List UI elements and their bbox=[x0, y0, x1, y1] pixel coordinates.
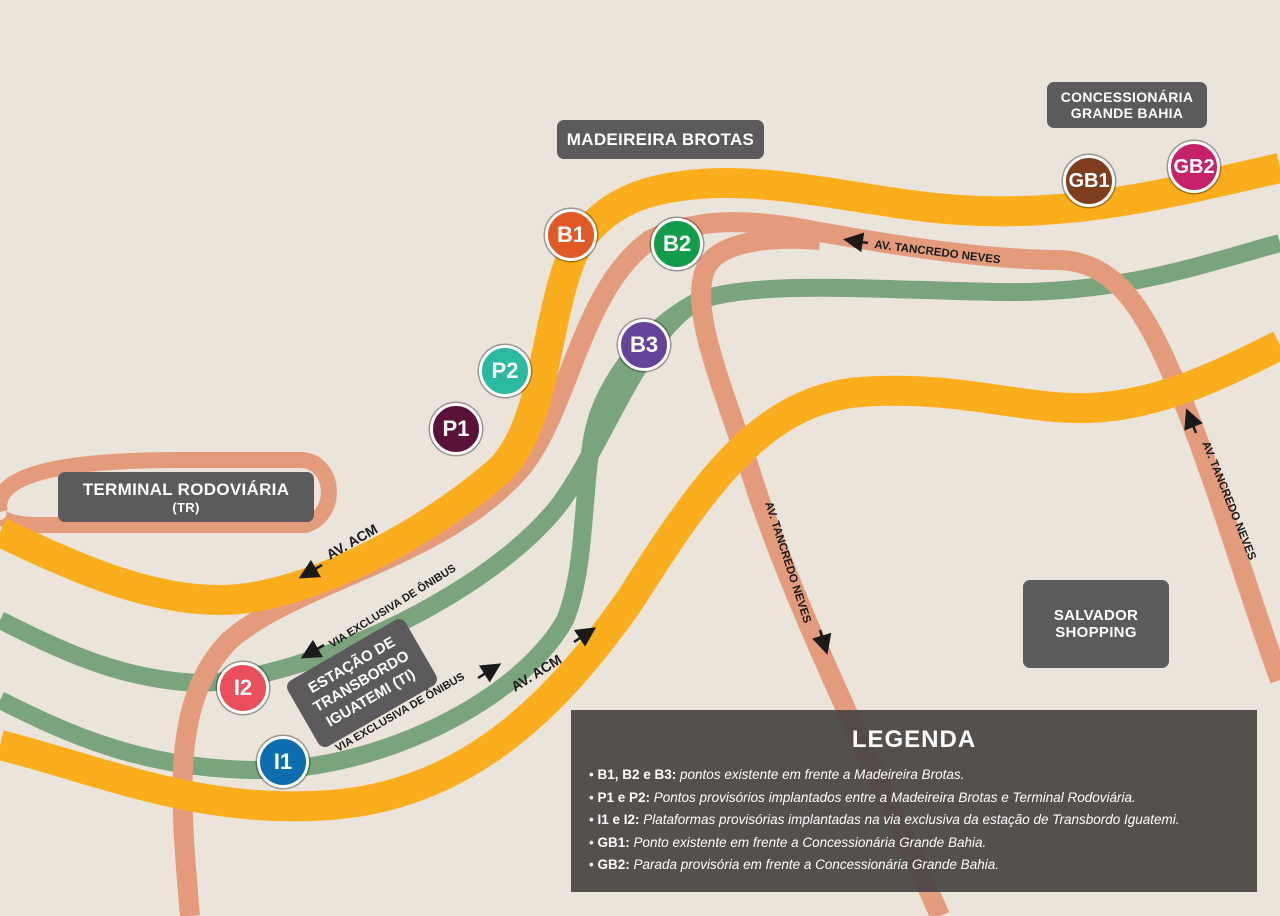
terminal-rodoviaria-label: TERMINAL RODOVIÁRIA (TR) bbox=[58, 472, 314, 522]
arrow-east-icon bbox=[573, 627, 597, 647]
arrow-west-icon bbox=[843, 232, 869, 253]
stop-marker-p2[interactable]: P2 bbox=[479, 345, 531, 397]
legend-key: P1 e P2: bbox=[597, 789, 651, 805]
stop-marker-i2[interactable]: I2 bbox=[217, 662, 269, 714]
legend-item: • GB1: Ponto existente em frente a Conce… bbox=[589, 834, 987, 850]
concessionaria-line2: GRANDE BAHIA bbox=[1070, 105, 1184, 121]
arrow-east-icon bbox=[477, 663, 502, 683]
terminal-line2: (TR) bbox=[172, 499, 200, 515]
terminal-line1: TERMINAL RODOVIÁRIA bbox=[82, 479, 290, 499]
legend-text: Pontos provisórios implantados entre a M… bbox=[653, 789, 1136, 805]
terminal-loop-road bbox=[0, 452, 337, 533]
legend-title: LEGENDA bbox=[851, 726, 977, 753]
via-exclusiva-road-lower bbox=[0, 291, 705, 780]
legend-item: • I1 e I2: Plataformas provisórias impla… bbox=[589, 812, 1180, 827]
stop-p2-label: P2 bbox=[491, 358, 519, 383]
legend-text: Ponto existente em frente a Concessionár… bbox=[633, 834, 987, 850]
av-tancredo-label-diagonal: AV. TANCREDO NEVES bbox=[762, 500, 813, 625]
legend-key: I1 e I2: bbox=[597, 812, 640, 827]
stop-i2-label: I2 bbox=[233, 675, 253, 700]
av-acm-road-lower bbox=[0, 331, 1280, 822]
legend-text: Parada provisória em frente a Concession… bbox=[633, 857, 999, 872]
salvador-line1: SALVADOR bbox=[1053, 607, 1139, 624]
legend-text: pontos existente em frente a Madeireira … bbox=[680, 767, 965, 782]
stop-marker-gb2[interactable]: GB2 bbox=[1168, 141, 1220, 193]
salvador-line2: SHOPPING bbox=[1055, 624, 1137, 641]
concessionaria-line1: CONCESSIONÁRIA bbox=[1060, 89, 1194, 105]
stop-b3-label: B3 bbox=[629, 332, 659, 357]
stop-marker-i1[interactable]: I1 bbox=[257, 736, 309, 788]
stop-b2-label: B2 bbox=[662, 231, 692, 256]
salvador-shopping-label: SALVADOR SHOPPING bbox=[1023, 580, 1169, 668]
stop-marker-b1[interactable]: B1 bbox=[545, 209, 597, 261]
stop-p1-label: P1 bbox=[442, 416, 470, 441]
legend-item: • GB2: Parada provisória em frente a Con… bbox=[589, 857, 999, 872]
legend-panel: LEGENDA • B1, B2 e B3: pontos existente … bbox=[571, 710, 1257, 892]
legend-item: • B1, B2 e B3: pontos existente em frent… bbox=[589, 767, 965, 782]
legend-item: • P1 e P2: Pontos provisórios implantado… bbox=[589, 789, 1136, 805]
stop-i1-label: I1 bbox=[273, 749, 293, 774]
arrow-west-icon bbox=[298, 559, 323, 579]
arrow-north-icon bbox=[1184, 408, 1203, 434]
stop-gb1-label: GB1 bbox=[1068, 169, 1110, 192]
legend-text: Plataformas provisórias implantadas na v… bbox=[643, 812, 1180, 827]
stop-marker-p1[interactable]: P1 bbox=[430, 403, 482, 455]
stop-marker-gb1[interactable]: GB1 bbox=[1063, 155, 1115, 207]
av-acm-road-upper bbox=[0, 153, 1280, 616]
stop-gb2-label: GB2 bbox=[1173, 155, 1215, 178]
tancredo-road-loop bbox=[172, 212, 1280, 916]
arrow-south-icon bbox=[812, 629, 832, 655]
concessionaria-label: CONCESSIONÁRIA GRANDE BAHIA bbox=[1047, 82, 1207, 128]
arrow-west-icon bbox=[300, 639, 325, 659]
madeireira-text: MADEIREIRA BROTAS bbox=[566, 129, 755, 149]
stop-marker-b3[interactable]: B3 bbox=[618, 319, 670, 371]
legend-key: GB1: bbox=[597, 834, 630, 850]
legend-key: GB2: bbox=[597, 857, 630, 872]
legend-key: B1, B2 e B3: bbox=[597, 767, 677, 782]
stop-b1-label: B1 bbox=[556, 222, 586, 247]
stop-marker-b2[interactable]: B2 bbox=[651, 218, 703, 270]
madeireira-brotas-label: MADEIREIRA BROTAS bbox=[557, 120, 764, 159]
